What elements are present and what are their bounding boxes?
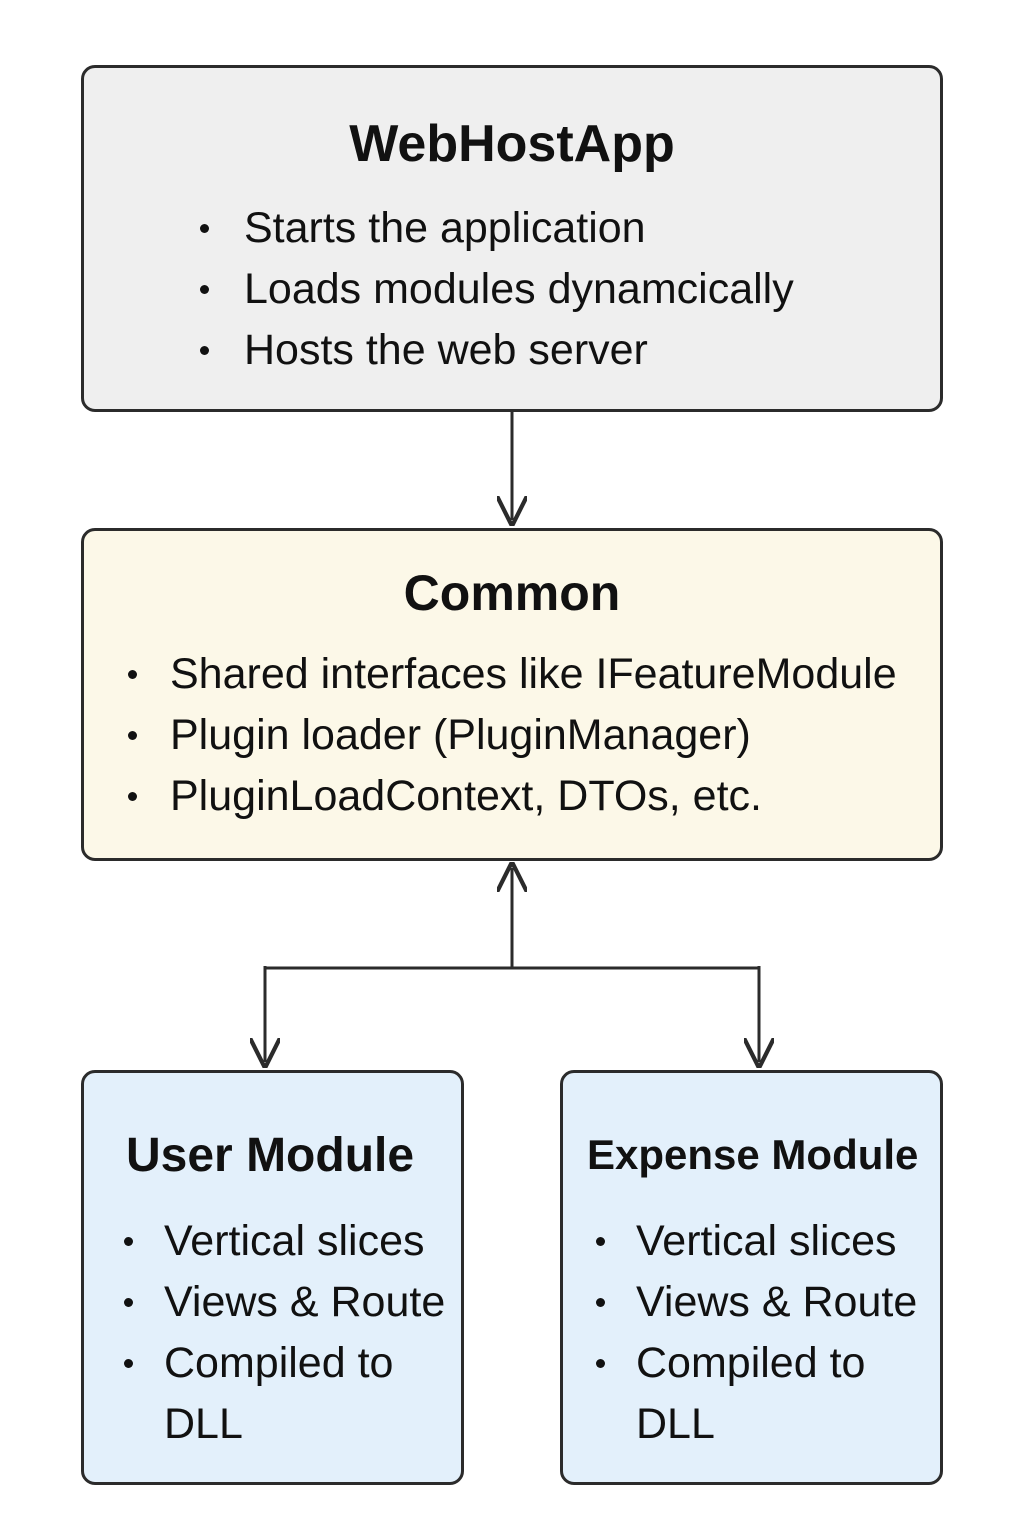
list-item: PluginLoadContext, DTOs, etc. [128, 766, 897, 827]
webhostapp-title: WebHostApp [349, 115, 675, 173]
webhostapp-item-list: Starts the application Loads modules dyn… [200, 198, 794, 381]
list-item: Compiled to [123, 1333, 445, 1394]
user-module-item-list: Vertical slices Views & Route Compiled t… [123, 1211, 445, 1455]
webhostapp-box: WebHostApp Starts the application Loads … [81, 65, 943, 412]
list-item-continuation: DLL [164, 1400, 243, 1448]
common-item-list: Shared interfaces like IFeatureModule Pl… [128, 644, 897, 827]
common-box: Common Shared interfaces like IFeatureMo… [81, 528, 943, 861]
list-item: Shared interfaces like IFeatureModule [128, 644, 897, 705]
expense-module-title: Expense Module [587, 1131, 919, 1178]
list-item: Hosts the web server [200, 320, 794, 381]
list-item: Views & Route [595, 1272, 917, 1333]
list-item: Plugin loader (PluginManager) [128, 705, 897, 766]
common-title: Common [403, 565, 621, 621]
user-module-title: User Module [126, 1129, 415, 1182]
list-item: Starts the application [200, 198, 794, 259]
user-module-box: User Module Vertical slices Views & Rout… [81, 1070, 464, 1485]
expense-module-item-list: Vertical slices Views & Route Compiled t… [595, 1211, 917, 1455]
list-item-continuation: DLL [636, 1400, 715, 1448]
list-item: Vertical slices [123, 1211, 445, 1272]
list-item: Views & Route [123, 1272, 445, 1333]
list-item: Compiled to [595, 1333, 917, 1394]
list-item: Loads modules dynamcically [200, 259, 794, 320]
expense-module-box: Expense Module Vertical slices Views & R… [560, 1070, 943, 1485]
list-item: Vertical slices [595, 1211, 917, 1272]
